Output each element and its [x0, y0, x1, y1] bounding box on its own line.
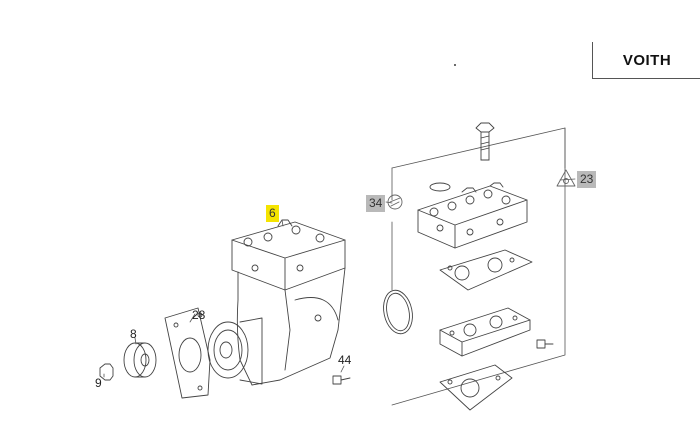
callout-28[interactable]: 28 [192, 308, 206, 322]
callout-23[interactable]: 23 [577, 171, 597, 188]
drive-gear [123, 342, 157, 378]
brand-logo-text: VOITH [622, 51, 672, 69]
gasket-lower [439, 364, 513, 411]
cylinder-head-bolt [475, 122, 495, 161]
stray-dot [453, 63, 457, 67]
o-ring-inner [386, 292, 410, 332]
o-ring [383, 289, 413, 335]
valve-plate [439, 307, 531, 357]
leader-lines [103, 178, 576, 378]
seal-ring [429, 182, 451, 192]
small-screw [536, 339, 554, 349]
brand-box: VOITH [592, 42, 700, 79]
callout-6[interactable]: 6 [266, 205, 279, 222]
cylinder-head-exploded [417, 182, 528, 249]
wrench-icon [387, 194, 403, 210]
bolt-44 [332, 375, 351, 385]
callout-44[interactable]: 44 [338, 353, 352, 367]
callout-8[interactable]: 8 [130, 327, 137, 341]
hex-nut [99, 363, 114, 381]
callout-9[interactable]: 9 [95, 376, 102, 390]
assembly-frame-lines [391, 127, 566, 406]
flange-gasket [164, 307, 211, 399]
callout-34[interactable]: 34 [366, 195, 386, 212]
gasket-upper [439, 249, 533, 291]
torque-triangle-icon [556, 169, 576, 187]
compressor-assembly [207, 219, 346, 386]
